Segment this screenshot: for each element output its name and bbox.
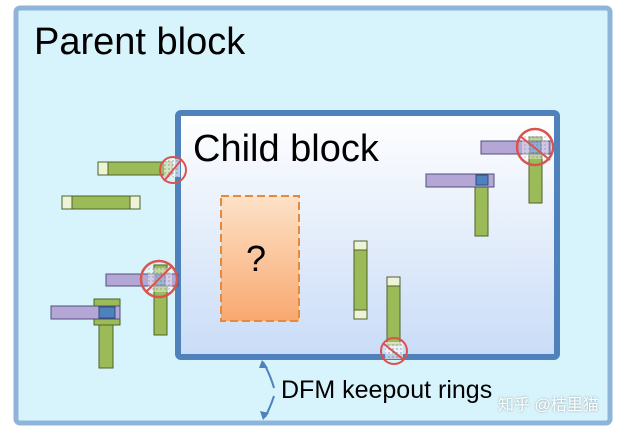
keepout-slash [519,135,551,161]
unknown-block [220,195,300,322]
pin-group-parent-bottom [50,259,179,369]
pin-end [61,195,73,210]
keepout-slash [145,265,173,293]
keepout-ring [139,259,179,299]
keepout-hatch [148,268,172,292]
pin-end [386,276,401,287]
dfm-keepout-rings-label: DFM keepout rings [281,376,493,404]
keepout-ring [515,127,555,167]
keepout-ring [380,337,408,365]
metal-bar [61,195,141,210]
arrowhead-down [260,411,269,420]
keepout-slash [383,343,405,361]
parent-block-label: Parent block [34,21,246,63]
via [475,174,489,186]
dfm-arrows [259,360,275,420]
pin-group-parent-mid [61,195,141,210]
via [98,306,116,319]
watermark: 知乎 @桔里猫 [498,397,599,414]
pin-group-child-bottom [380,276,408,365]
child-block-label: Child block [193,128,379,170]
keepout-slash [163,158,183,182]
pin-end [353,240,368,251]
unknown-block-label: ? [246,238,267,279]
pin-group-child-center [353,240,368,320]
pin-end [129,195,141,210]
pin-group-parent-top [97,156,187,184]
pin-group-child-right [425,127,555,237]
keepout-hatch [164,159,180,177]
metal-vertical [353,240,368,320]
pin-end [97,161,109,176]
keepout-ring [159,156,187,184]
arrowhead-up [259,360,268,368]
pin-end [353,309,368,320]
metal-vertical [386,276,401,346]
